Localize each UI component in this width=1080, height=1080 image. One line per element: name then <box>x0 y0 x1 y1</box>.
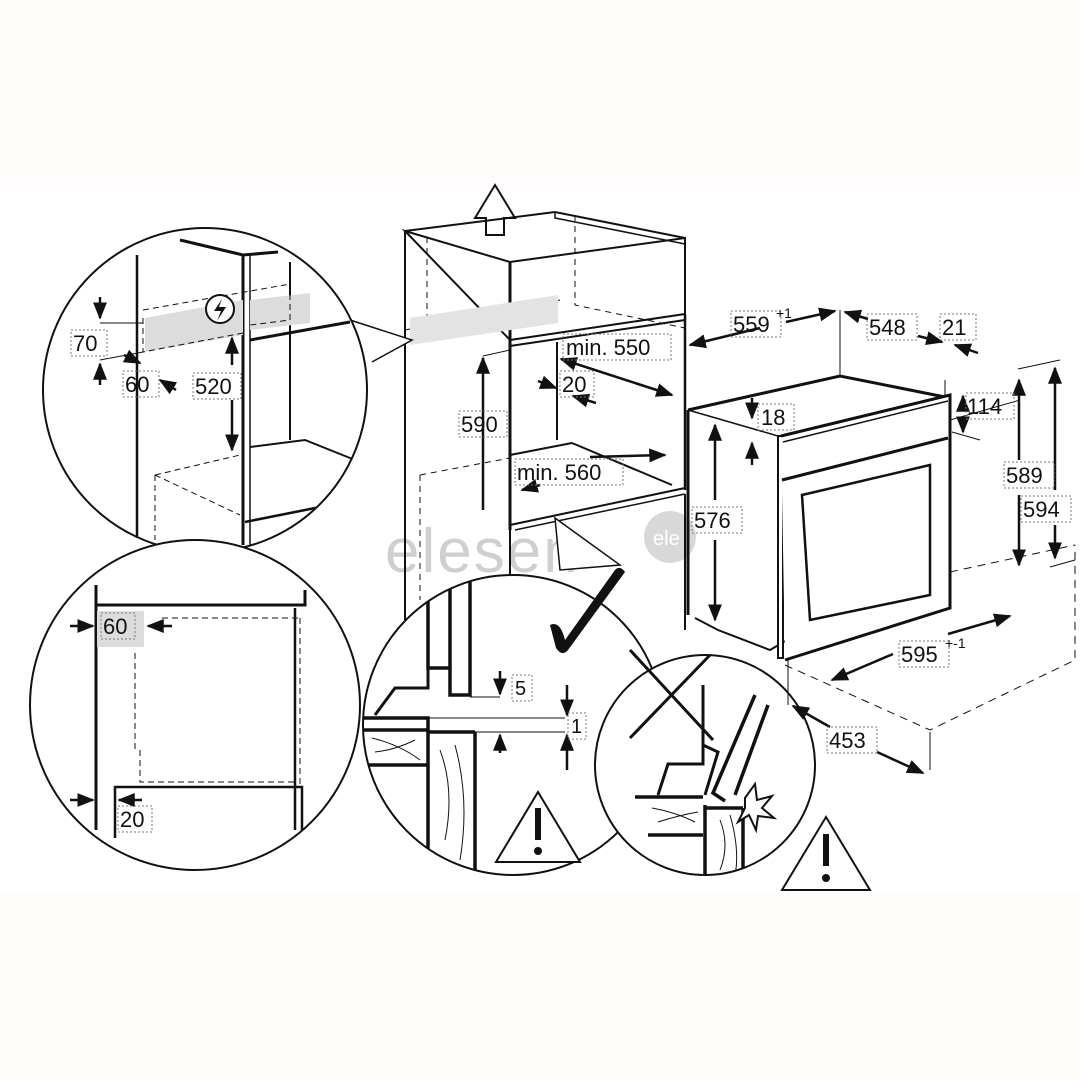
oven-dimensions <box>688 307 1076 775</box>
dim-590: 590 <box>458 410 508 438</box>
svg-text:590: 590 <box>461 412 498 437</box>
dim-60-top: 60 <box>122 370 160 398</box>
dim-595: 595 +-1 <box>898 635 966 668</box>
dim-min-550: min. 550 <box>562 333 672 361</box>
dim-70: 70 <box>70 329 108 357</box>
collision-star-icon <box>735 781 778 834</box>
dim-548: 548 <box>866 313 918 341</box>
dim-114: 114 <box>965 392 1015 420</box>
svg-text:5: 5 <box>515 678 526 700</box>
dim-559: 559 +1 <box>730 305 792 338</box>
dim-5: 5 <box>511 674 533 702</box>
up-arrow-icon <box>473 183 517 236</box>
cabinet-drawing <box>401 183 687 630</box>
detail-circle-wrong <box>594 648 872 891</box>
detail-circle-correct <box>362 516 664 876</box>
svg-text:+-1: +-1 <box>945 635 966 651</box>
svg-text:548: 548 <box>869 315 906 340</box>
dim-589: 589 <box>1003 461 1055 489</box>
svg-text:594: 594 <box>1023 497 1060 522</box>
dim-20-side: 20 <box>117 805 153 833</box>
svg-text:min. 550: min. 550 <box>566 335 650 360</box>
svg-text:595: 595 <box>901 642 938 667</box>
cabinet-dimensions <box>476 349 674 510</box>
svg-text:520: 520 <box>195 374 232 399</box>
dim-min-560: min. 560 <box>514 458 624 486</box>
svg-text:21: 21 <box>942 315 966 340</box>
svg-text:70: 70 <box>73 331 97 356</box>
dim-1: 1 <box>567 712 587 740</box>
svg-text:20: 20 <box>120 807 144 832</box>
warning-triangle-icon <box>494 790 582 863</box>
dim-21: 21 <box>939 313 977 341</box>
dim-576: 576 <box>691 506 743 534</box>
svg-text:114: 114 <box>967 394 1002 419</box>
detail-circle-electrical <box>42 227 414 553</box>
warning-triangle-icon <box>780 815 872 891</box>
svg-text:min. 560: min. 560 <box>517 460 601 485</box>
dim-594: 594 <box>1020 495 1072 523</box>
svg-text:60: 60 <box>125 372 149 397</box>
svg-text:+1: +1 <box>776 305 792 321</box>
detail-circle-side-gap <box>29 539 361 871</box>
svg-text:20: 20 <box>562 372 586 397</box>
dim-520: 520 <box>192 372 242 400</box>
svg-text:559: 559 <box>733 312 770 337</box>
svg-text:1: 1 <box>571 716 582 738</box>
svg-text:18: 18 <box>761 405 785 430</box>
top-margin <box>0 0 1080 186</box>
dim-60-side: 60 <box>100 612 136 640</box>
watermark: elesen ele <box>385 511 696 586</box>
svg-text:elesen: elesen <box>385 517 580 586</box>
dim-20-cabinet: 20 <box>559 370 595 398</box>
detail-electrical-dimensions <box>93 297 239 452</box>
svg-text:453: 453 <box>829 728 866 753</box>
dim-453: 453 <box>826 726 878 754</box>
svg-text:ele: ele <box>653 528 680 550</box>
cross-icon <box>628 648 715 742</box>
svg-text:576: 576 <box>694 508 731 533</box>
svg-text:589: 589 <box>1006 463 1043 488</box>
detail-side-gap-dimensions <box>70 619 172 807</box>
detail-correct-dimensions <box>493 671 574 770</box>
checkmark-icon <box>550 567 625 654</box>
bottom-margin <box>0 893 1080 1080</box>
svg-text:60: 60 <box>103 614 127 639</box>
dim-18: 18 <box>757 403 795 431</box>
